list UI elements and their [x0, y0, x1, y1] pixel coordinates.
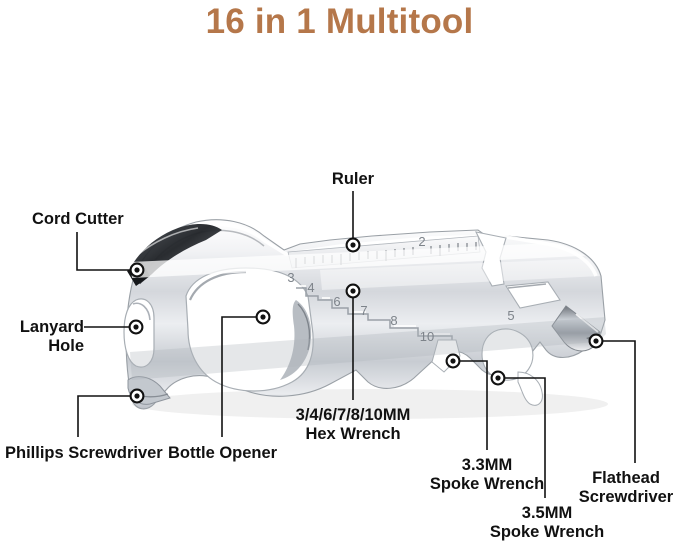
callout-text-line1: 3/4/6/7/8/10MM [295, 406, 411, 424]
callout-text-line1: Flathead [592, 469, 660, 487]
callout-label-ruler: Ruler [303, 170, 403, 189]
hex-step-highlight [300, 285, 450, 335]
callout-text-line1: 3.5MM [521, 504, 573, 522]
flathead-glint [575, 313, 599, 333]
callout-label-hex-wrench: 3/4/6/7/8/10MM Hex Wrench [292, 406, 414, 444]
hex-step-outline [296, 287, 453, 346]
tool-marking-7: 7 [360, 303, 367, 318]
callout-text-line1: Bottle Opener [168, 444, 278, 462]
shade-band-mid [320, 258, 600, 290]
callout-label-lanyard-hole: Lanyard Hole [0, 318, 84, 356]
tool-marking-4: 4 [307, 280, 314, 295]
blade-glint [133, 227, 199, 259]
callout-text-line2: Spoke Wrench [429, 475, 545, 493]
bottle-opener-edge [297, 303, 311, 351]
tool-body [123, 219, 606, 410]
callout-text-line1: 3.3MM [461, 456, 513, 474]
callout-text-line1: Phillips Screwdriver [5, 444, 163, 462]
bottle-opener-lip [280, 300, 312, 380]
callout-label-spoke-wrench-33: 3.3MM Spoke Wrench [418, 456, 556, 494]
callout-text-line2: Hex Wrench [305, 425, 401, 443]
callout-label-bottle-opener: Bottle Opener [168, 444, 277, 463]
callout-text-line2: Spoke Wrench [489, 523, 605, 541]
page-title: 16 in 1 Multitool [205, 2, 474, 41]
lanyard-slot-shade [132, 302, 151, 321]
hex-wrench-steps [296, 285, 453, 346]
tool-marking-10: 10 [420, 329, 434, 344]
tool-marking-8: 8 [390, 313, 397, 328]
tool-markings: 34 6 7 8 10 5 2 [287, 234, 514, 344]
wrench-hole-shade [507, 283, 547, 289]
callout-label-cord-cutter: Cord Cutter [32, 210, 124, 229]
callout-text-line1: Ruler [331, 170, 375, 188]
shade-band-upper [130, 240, 606, 278]
tool-marking-2: 2 [418, 234, 425, 249]
callout-label-phillips-screwdriver: Phillips Screwdriver [5, 444, 163, 463]
callout-text-line1: Cord Cutter [32, 210, 124, 228]
wrench-hole-slant [505, 281, 561, 309]
callout-text-line2: Hole [48, 337, 84, 355]
tool-marking-5: 5 [507, 308, 514, 323]
tool-marking-6: 6 [333, 294, 340, 309]
callout-label-spoke-wrench-35: 3.5MM Spoke Wrench [478, 504, 616, 542]
tool-marking-3: 3 [287, 270, 294, 285]
callout-text-line1: Lanyard [19, 318, 84, 336]
callout-text-line2: Screwdriver [578, 488, 674, 506]
callout-label-flathead-screwdriver: Flathead Screwdriver [573, 469, 679, 507]
